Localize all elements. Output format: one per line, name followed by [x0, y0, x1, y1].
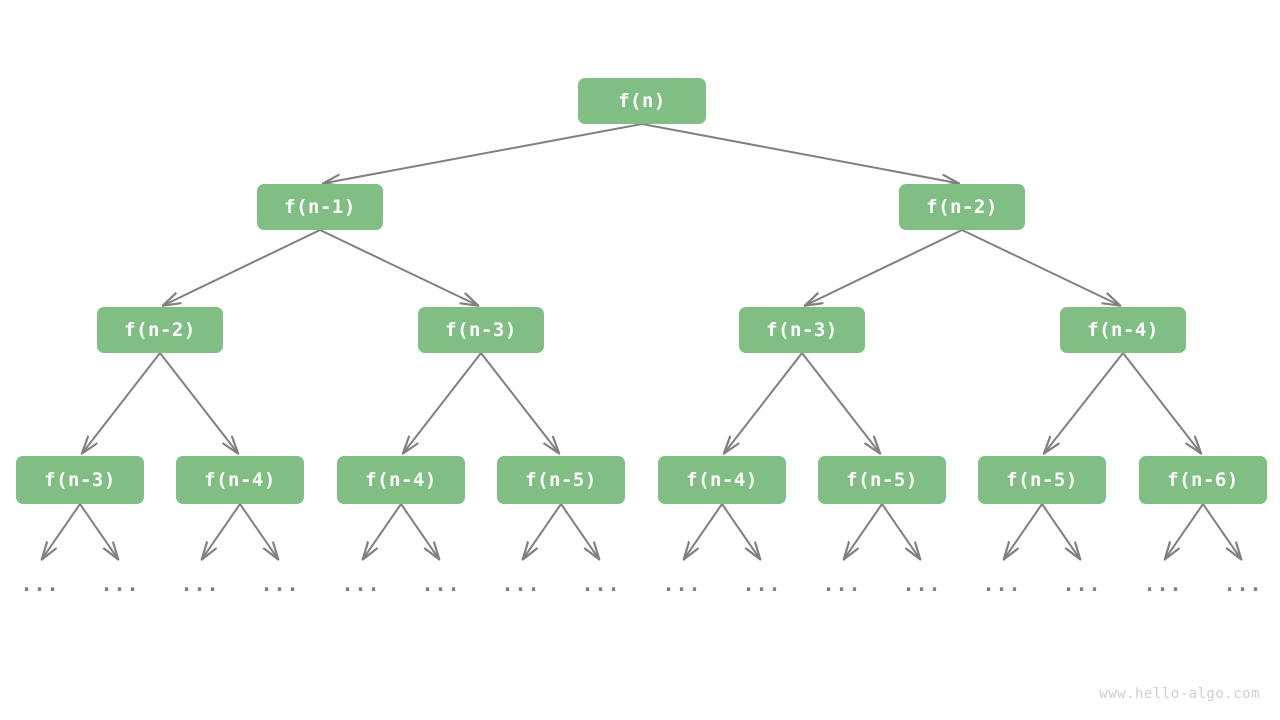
tree-edge — [801, 352, 880, 453]
tree-edge — [961, 229, 1119, 305]
tree-edge — [806, 229, 963, 305]
tree-node-label: f(n-5) — [1006, 469, 1078, 491]
ellipsis-label: ... — [341, 572, 381, 596]
tree-node[interactable]: f(n-4) — [337, 456, 465, 504]
tree-edge — [1044, 352, 1124, 453]
ellipsis-label: ... — [822, 572, 862, 596]
leaf-stub-edge — [202, 503, 241, 559]
ellipsis-label: ... — [581, 572, 621, 596]
tree-edge — [641, 123, 958, 183]
leaf-stub-edge — [844, 503, 883, 559]
ellipsis-label: ... — [1062, 572, 1102, 596]
tree-edge — [480, 352, 559, 453]
ellipsis-label: ... — [260, 572, 300, 596]
ellipsis-label: ... — [742, 572, 782, 596]
leaf-stub-edge — [560, 503, 599, 559]
leaf-stub-edges-group — [42, 503, 1241, 559]
leaf-stub-edge — [523, 503, 562, 559]
leaf-stub-edge — [363, 503, 402, 559]
tree-node-label: f(n-5) — [525, 469, 597, 491]
tree-node-label: f(n-4) — [365, 469, 437, 491]
leaf-stub-edge — [881, 503, 920, 559]
tree-edge — [724, 352, 803, 453]
leaf-stub-edge — [1202, 503, 1241, 559]
tree-edge — [403, 352, 482, 453]
leaf-stub-edge — [721, 503, 760, 559]
leaf-stub-edge — [79, 503, 118, 559]
ellipsis-label: ... — [501, 572, 541, 596]
ellipsis-label: ... — [902, 572, 942, 596]
tree-node[interactable]: f(n-5) — [818, 456, 946, 504]
ellipsis-label: ... — [982, 572, 1022, 596]
tree-edge — [324, 123, 643, 183]
tree-node[interactable]: f(n-4) — [1060, 307, 1186, 353]
tree-node[interactable]: f(n-2) — [899, 184, 1025, 230]
tree-node[interactable]: f(n-5) — [978, 456, 1106, 504]
tree-node[interactable]: f(n-2) — [97, 307, 223, 353]
edges-group — [82, 123, 1201, 453]
tree-node-label: f(n-6) — [1167, 469, 1239, 491]
leaf-stub-edge — [684, 503, 723, 559]
ellipsis-label: ... — [100, 572, 140, 596]
tree-node[interactable]: f(n-3) — [418, 307, 544, 353]
ellipsis-label: ... — [1143, 572, 1183, 596]
tree-node[interactable]: f(n-6) — [1139, 456, 1267, 504]
tree-edge — [319, 229, 477, 305]
tree-node[interactable]: f(n-3) — [739, 307, 865, 353]
tree-node[interactable]: f(n-4) — [176, 456, 304, 504]
ellipsis-label: ... — [20, 572, 60, 596]
leaf-stub-edge — [400, 503, 439, 559]
leaf-stub-edge — [1165, 503, 1204, 559]
tree-node-label: f(n-4) — [1087, 319, 1159, 341]
tree-node-label: f(n-2) — [926, 196, 998, 218]
tree-node[interactable]: f(n-3) — [16, 456, 144, 504]
watermark: www.hello-algo.com — [1099, 686, 1260, 702]
tree-edge — [159, 352, 238, 453]
tree-node-label: f(n-1) — [284, 196, 356, 218]
tree-node-label: f(n-2) — [124, 319, 196, 341]
ellipsis-label: ... — [1223, 572, 1263, 596]
leaf-stub-edge — [42, 503, 81, 559]
tree-node-label: f(n-5) — [846, 469, 918, 491]
ellipsis-label: ... — [180, 572, 220, 596]
leaf-stub-edge — [1041, 503, 1080, 559]
tree-node-label: f(n-4) — [686, 469, 758, 491]
ellipsis-label: ... — [662, 572, 702, 596]
leaf-stub-edge — [239, 503, 278, 559]
tree-node-label: f(n-3) — [44, 469, 116, 491]
tree-node-label: f(n-3) — [766, 319, 838, 341]
tree-edge — [164, 229, 321, 305]
ellipsis-label: ... — [421, 572, 461, 596]
tree-edge — [82, 352, 161, 453]
tree-node-label: f(n-3) — [445, 319, 517, 341]
tree-node[interactable]: f(n-5) — [497, 456, 625, 504]
tree-edge — [1122, 352, 1201, 453]
tree-node-label: f(n) — [618, 90, 666, 112]
tree-node[interactable]: f(n-1) — [257, 184, 383, 230]
leaf-stub-edge — [1004, 503, 1043, 559]
tree-node[interactable]: f(n) — [578, 78, 706, 124]
tree-node[interactable]: f(n-4) — [658, 456, 786, 504]
tree-node-label: f(n-4) — [204, 469, 276, 491]
